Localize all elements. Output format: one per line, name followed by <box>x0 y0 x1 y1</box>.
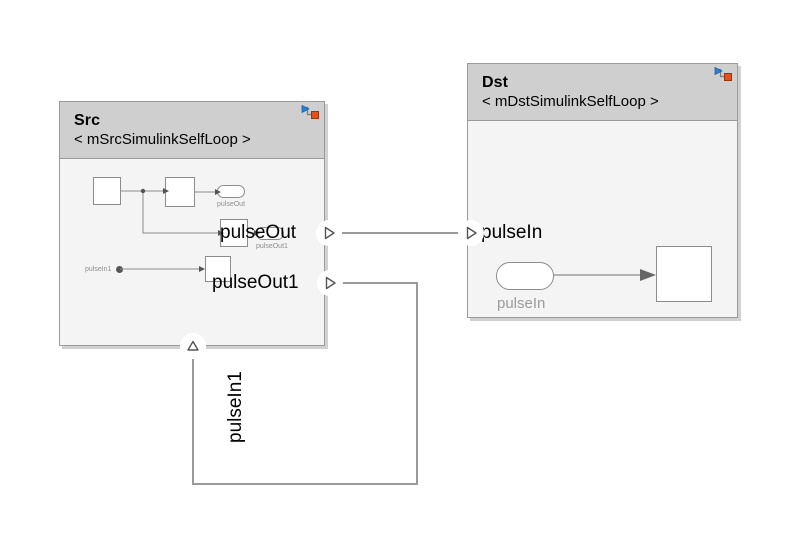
src-inner-outport-2-label: pulseOut1 <box>256 243 288 250</box>
block-dst-header: Dst < mDstSimulinkSelfLoop > <box>468 64 737 121</box>
block-src[interactable]: Src < mSrcSimulinkSelfLoop > pulseOut pu… <box>59 101 325 346</box>
port-label-src-pulseout: pulseOut <box>220 222 297 243</box>
block-src-body: pulseOut pulseOut1 pulseIn1 <box>60 159 324 345</box>
src-inner-block-4 <box>205 256 231 282</box>
block-dst-body: pulseIn <box>468 121 737 317</box>
src-inner-outport-1-label: pulseOut <box>217 201 246 208</box>
src-inner-inport-dot <box>116 266 123 273</box>
triangle-right-icon <box>466 226 477 240</box>
triangle-right-icon <box>325 276 336 290</box>
block-src-type: < mSrcSimulinkSelfLoop > <box>74 131 251 148</box>
simulink-link-icon[interactable] <box>713 66 733 85</box>
block-dst-title: Dst <box>482 74 509 91</box>
src-inner-inport-label: pulseIn1 <box>85 266 112 273</box>
dst-inner-inport <box>496 262 554 290</box>
src-inner-block-1 <box>93 177 121 205</box>
src-inner-block-3 <box>220 219 248 247</box>
port-label-dst-pulsein: pulseIn <box>481 222 543 243</box>
connection-src-selfloop[interactable] <box>192 282 418 485</box>
port-src-pulsein1[interactable] <box>180 333 206 359</box>
triangle-right-icon <box>324 226 335 240</box>
block-dst[interactable]: Dst < mDstSimulinkSelfLoop > pulseIn <box>467 63 738 318</box>
block-dst-type: < mDstSimulinkSelfLoop > <box>482 93 659 110</box>
block-src-title: Src <box>74 112 101 129</box>
triangle-up-icon <box>187 340 199 351</box>
port-label-src-pulseout1: pulseOut1 <box>212 272 299 293</box>
block-src-header: Src < mSrcSimulinkSelfLoop > <box>60 102 324 159</box>
port-src-pulseout1[interactable] <box>317 270 343 296</box>
dst-inner-block-1 <box>656 246 712 302</box>
port-src-pulseout[interactable] <box>316 220 342 246</box>
dst-inner-wire-layer <box>554 269 656 281</box>
port-dst-pulsein[interactable] <box>458 220 484 246</box>
simulink-link-icon[interactable] <box>300 104 320 123</box>
dst-inner-inport-label: pulseIn <box>497 295 546 312</box>
src-inner-wire-layer <box>120 188 260 272</box>
port-label-src-pulsein1: pulseIn1 <box>225 371 246 443</box>
